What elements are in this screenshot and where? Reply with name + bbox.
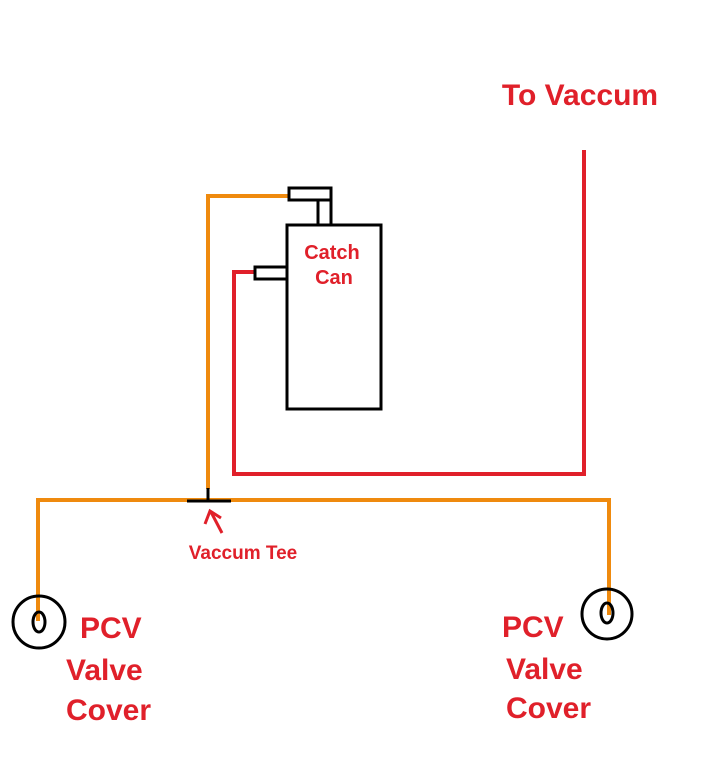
- right-pcv-valve-icon: [580, 587, 634, 641]
- vacuum-tee: [187, 488, 231, 503]
- left-pcv-label-line2: Valve: [66, 654, 143, 687]
- vacuum-line: [232, 150, 586, 476]
- catch-can-label-line1: Catch: [304, 242, 360, 264]
- catch-can-to-tee-line: [206, 194, 289, 489]
- catch-can: [253, 186, 383, 411]
- right-pcv-label-line2: Valve: [506, 653, 583, 686]
- vacuum-tee-label: Vaccum Tee: [189, 543, 297, 564]
- catch-can-label-line2: Can: [315, 267, 353, 289]
- tee-arrow-icon: [203, 508, 224, 534]
- left-pcv-label-line3: Cover: [66, 694, 151, 727]
- left-pcv-label-line1: PCV: [80, 612, 142, 645]
- pcv-main-line: [36, 498, 611, 621]
- left-pcv-valve-icon: [11, 594, 67, 650]
- to-vacuum-label: To Vaccum: [502, 79, 658, 112]
- right-pcv-label-line1: PCV: [502, 611, 564, 644]
- right-pcv-label-line3: Cover: [506, 692, 591, 725]
